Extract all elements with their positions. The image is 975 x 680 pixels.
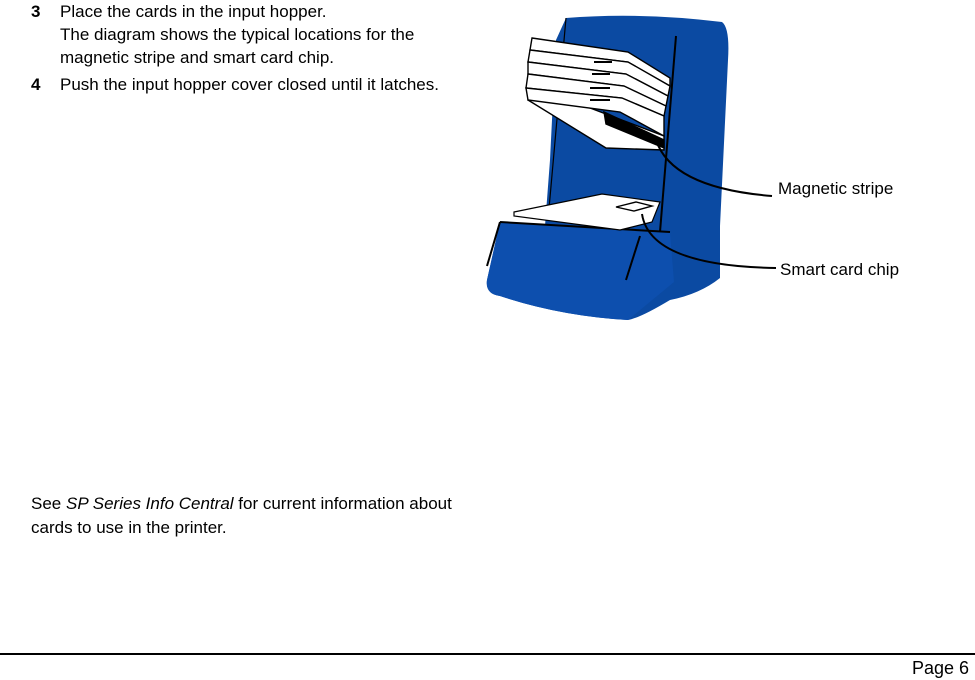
info-central-reference: SP Series Info Central [65,494,234,513]
step-text: Place the cards in the input hopper. The… [60,0,470,69]
footer-divider [0,653,975,655]
smart-card-chip-leader [641,213,777,269]
step-number: 4 [31,75,41,94]
tray-card [513,193,661,231]
card-stack [525,37,671,151]
note-prefix: See [31,494,66,513]
hopper-edge-line [659,35,677,233]
smart-card-chip-mark [615,201,655,212]
step-number: 3 [31,2,41,21]
note-suffix: for current information about cards to u… [31,494,452,537]
step-text: Push the input hopper cover closed until… [60,73,470,96]
magnetic-stripe-leader [655,139,773,197]
step-instruction: Push the input hopper cover closed until… [60,75,439,94]
card [525,87,665,138]
card-hopper-diagram [486,15,777,320]
magnetic-stripe-label: Magnetic stripe [778,179,894,198]
step-instruction: Place the cards in the input hopper. [60,2,327,21]
page-number: Page 6 [911,658,969,678]
step-detail: The diagram shows the typical locations … [60,25,415,67]
hopper-front-panel [486,222,674,320]
smart-card-chip-label: Smart card chip [780,260,900,279]
tray-card-face [513,193,661,231]
hopper-base-edge [625,235,641,281]
reference-note: See SP Series Info Central for current i… [31,492,461,540]
card-stack-shadow [603,110,665,150]
hopper-base-edge [499,221,671,233]
hopper-base-edge [486,221,501,267]
